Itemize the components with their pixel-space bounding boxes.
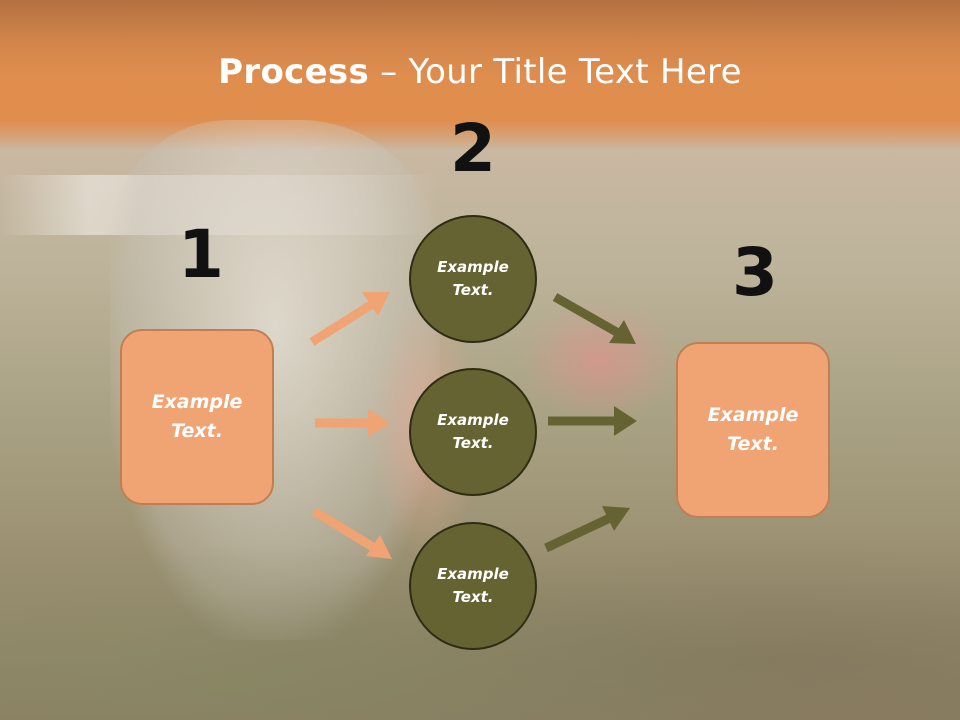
input-box-text: Example Text. <box>151 391 243 442</box>
slide-title: Process – Your Title Text Here <box>0 52 960 92</box>
title-rest: – Your Title Text Here <box>369 52 742 92</box>
right-arrows <box>544 293 637 553</box>
step-number-1: 1 <box>178 216 224 293</box>
process-circle-3-text: Example Text. <box>437 565 509 606</box>
arrow-to-circle-3 <box>311 507 392 559</box>
arrow-from-circle-2 <box>548 406 637 436</box>
process-circle-3: Example Text. <box>409 522 537 650</box>
left-arrows <box>309 292 392 559</box>
process-circle-1: Example Text. <box>409 215 537 343</box>
process-circle-2: Example Text. <box>409 368 537 496</box>
title-bold: Process <box>218 52 370 92</box>
output-box: Example Text. <box>676 342 830 518</box>
step-number-2: 2 <box>450 110 496 187</box>
step-number-3: 3 <box>732 234 778 311</box>
output-box-text: Example Text. <box>707 404 799 455</box>
process-circle-2-text: Example Text. <box>437 411 509 452</box>
input-box: Example Text. <box>120 329 274 505</box>
header-band <box>0 0 960 150</box>
process-circle-1-text: Example Text. <box>437 258 509 299</box>
arrow-from-circle-1 <box>552 293 636 344</box>
arrow-to-circle-2 <box>315 409 390 437</box>
arrow-from-circle-3 <box>544 506 630 553</box>
arrow-to-circle-1 <box>309 292 390 346</box>
